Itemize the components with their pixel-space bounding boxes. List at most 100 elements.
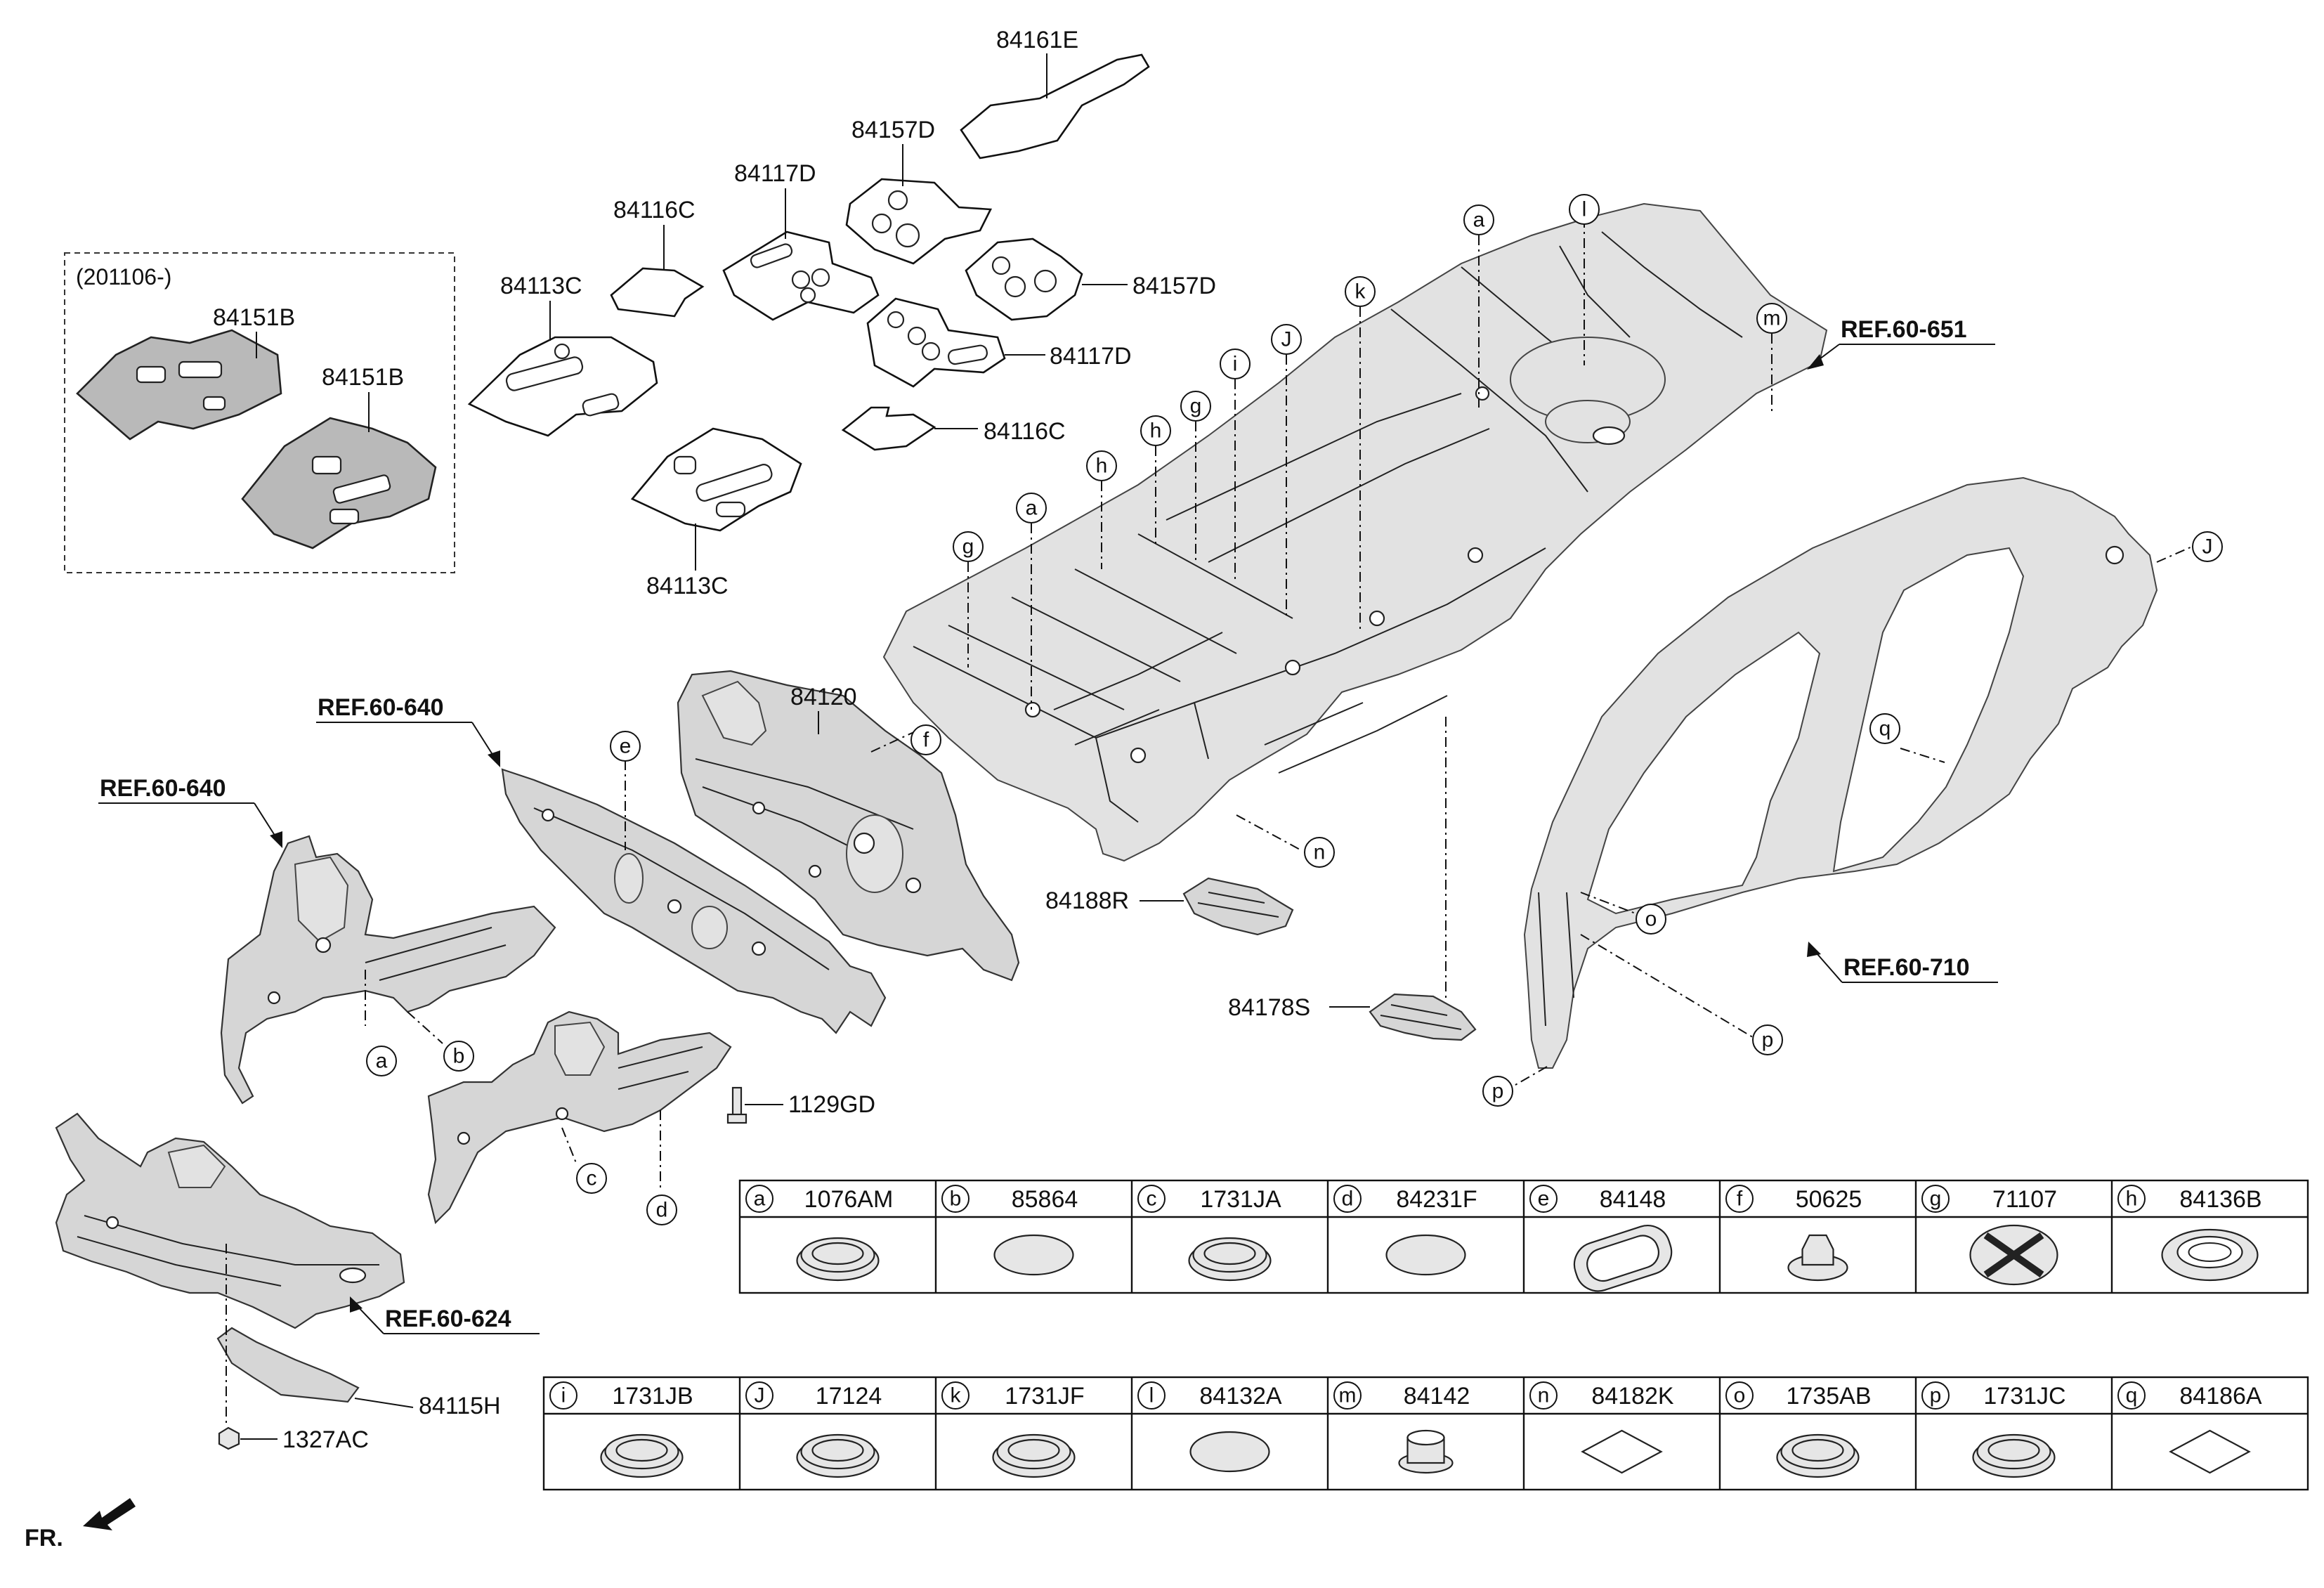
legend-part-number: 84142 <box>1404 1383 1470 1410</box>
legend-key-p: p <box>1921 1381 1950 1410</box>
svg-text:l: l <box>1582 198 1587 221</box>
nut-1327AC[interactable] <box>218 1426 240 1450</box>
legend-part-number: 84136B <box>2179 1186 2261 1213</box>
marker-k: k <box>1345 276 1376 307</box>
cross-plug-icon <box>1969 1224 2058 1286</box>
hex-nut-icon <box>1787 1234 1848 1282</box>
date-note: (201106-) <box>76 264 171 289</box>
svg-text:g: g <box>1190 395 1202 418</box>
grommet-ring-icon <box>600 1433 684 1478</box>
svg-text:J: J <box>1281 328 1292 351</box>
callout-1327AC: 1327AC <box>282 1426 369 1453</box>
insulation-pad-84113C-lower[interactable] <box>630 427 802 532</box>
marker-a-member: a <box>366 1046 397 1076</box>
ref-60-651[interactable]: REF.60-651 <box>1841 316 1967 343</box>
callout-84115H: 84115H <box>419 1393 501 1419</box>
ref-60-640-upper[interactable]: REF.60-640 <box>318 694 444 721</box>
callout-84157D-lower: 84157D <box>1132 273 1216 299</box>
legend-key-letter: k <box>951 1384 962 1407</box>
insulation-pad-84157D-upper[interactable] <box>845 178 993 265</box>
svg-text:p: p <box>1492 1080 1504 1103</box>
diamond-patch-icon <box>1581 1429 1663 1474</box>
insulation-pad-84161E[interactable] <box>960 53 1150 160</box>
legend-cell-p[interactable]: p 1731JC <box>1921 1381 2066 1478</box>
cowl-panel <box>501 768 887 1034</box>
callout-84120: 84120 <box>790 684 857 710</box>
legend-key-letter: J <box>755 1384 765 1407</box>
marker-m: m <box>1756 303 1787 334</box>
legend-key-letter: h <box>2126 1187 2138 1211</box>
legend-part-number: 84182K <box>1591 1383 1674 1410</box>
callout-84188R: 84188R <box>1045 887 1129 914</box>
under-cover-84115H[interactable] <box>216 1327 360 1403</box>
insulation-pad-84117D-upper[interactable] <box>722 230 880 321</box>
legend-part-number: 71107 <box>1992 1186 2057 1213</box>
svg-text:c: c <box>587 1167 597 1190</box>
legend-key-letter: m <box>1339 1384 1357 1407</box>
legend-cell-g[interactable]: g 71107 <box>1921 1185 2058 1286</box>
dash-panel-84120[interactable] <box>677 670 1020 982</box>
legend-key-letter: p <box>1930 1384 1942 1407</box>
marker-g-floor-left: g <box>953 531 984 562</box>
bracket-84188R[interactable] <box>1182 877 1294 936</box>
insulation-pad-84116C-lower[interactable] <box>841 406 936 451</box>
insulation-pad-84117D-lower[interactable] <box>866 297 1006 388</box>
round-plug-icon <box>993 1234 1074 1276</box>
svg-text:h: h <box>1096 455 1108 478</box>
legend-key-m: m <box>1333 1381 1362 1410</box>
legend-key-q: q <box>2117 1381 2146 1410</box>
svg-text:a: a <box>1026 497 1038 520</box>
svg-text:n: n <box>1314 841 1326 864</box>
insulation-pad-84113C-upper[interactable] <box>467 336 658 437</box>
legend-cell-m[interactable]: m 84142 <box>1333 1381 1470 1474</box>
legend-cell-k[interactable]: k 1731JF <box>941 1381 1085 1478</box>
insulation-pad-84157D-lower[interactable] <box>965 237 1083 321</box>
legend-part-number: 1731JB <box>612 1383 693 1410</box>
legend-key-J: J <box>745 1381 773 1410</box>
legend-key-letter: g <box>1930 1187 1942 1211</box>
oval-grommet-icon <box>1573 1225 1673 1292</box>
front-label: FR. <box>25 1525 63 1551</box>
round-plug-icon <box>1189 1431 1270 1473</box>
legend-key-letter: f <box>1737 1187 1743 1211</box>
legend-key-e: e <box>1529 1185 1558 1213</box>
ref-60-640-lower[interactable]: REF.60-640 <box>100 775 226 802</box>
callout-84178S: 84178S <box>1228 994 1310 1021</box>
marker-l: l <box>1569 194 1600 225</box>
ref-60-710[interactable]: REF.60-710 <box>1843 954 1970 981</box>
svg-text:p: p <box>1762 1029 1774 1052</box>
bracket-84178S[interactable] <box>1369 993 1477 1041</box>
side-outer-panel <box>1523 476 2158 1069</box>
legend-key-letter: n <box>1538 1384 1550 1407</box>
legend-part-number: 1731JF <box>1005 1383 1084 1410</box>
marker-q: q <box>1869 713 1900 744</box>
grommet-ring-icon <box>796 1237 880 1282</box>
legend-key-g: g <box>1921 1185 1950 1213</box>
bolt-1129GD[interactable] <box>726 1086 748 1124</box>
front-direction-indicator: FR. <box>25 1498 136 1551</box>
marker-J-side: J <box>2192 531 2223 562</box>
insulation-pad-84151B-upper[interactable] <box>76 329 282 441</box>
ref-60-624[interactable]: REF.60-624 <box>385 1306 511 1332</box>
legend-cell-n[interactable]: n 84182K <box>1529 1381 1674 1474</box>
marker-c: c <box>576 1163 607 1194</box>
insulation-pad-84151B-lower[interactable] <box>241 417 437 549</box>
legend-cell-h[interactable]: h 84136B <box>2117 1185 2262 1282</box>
insulation-pad-84116C-upper[interactable] <box>610 267 705 318</box>
legend-part-number: 1731JC <box>1983 1383 2065 1410</box>
grommet-ring-icon <box>992 1433 1076 1478</box>
legend-part-number: 85864 <box>1012 1186 1078 1213</box>
markers: a l m k J i g h h a g f e n J q o p p a … <box>366 194 2223 1225</box>
